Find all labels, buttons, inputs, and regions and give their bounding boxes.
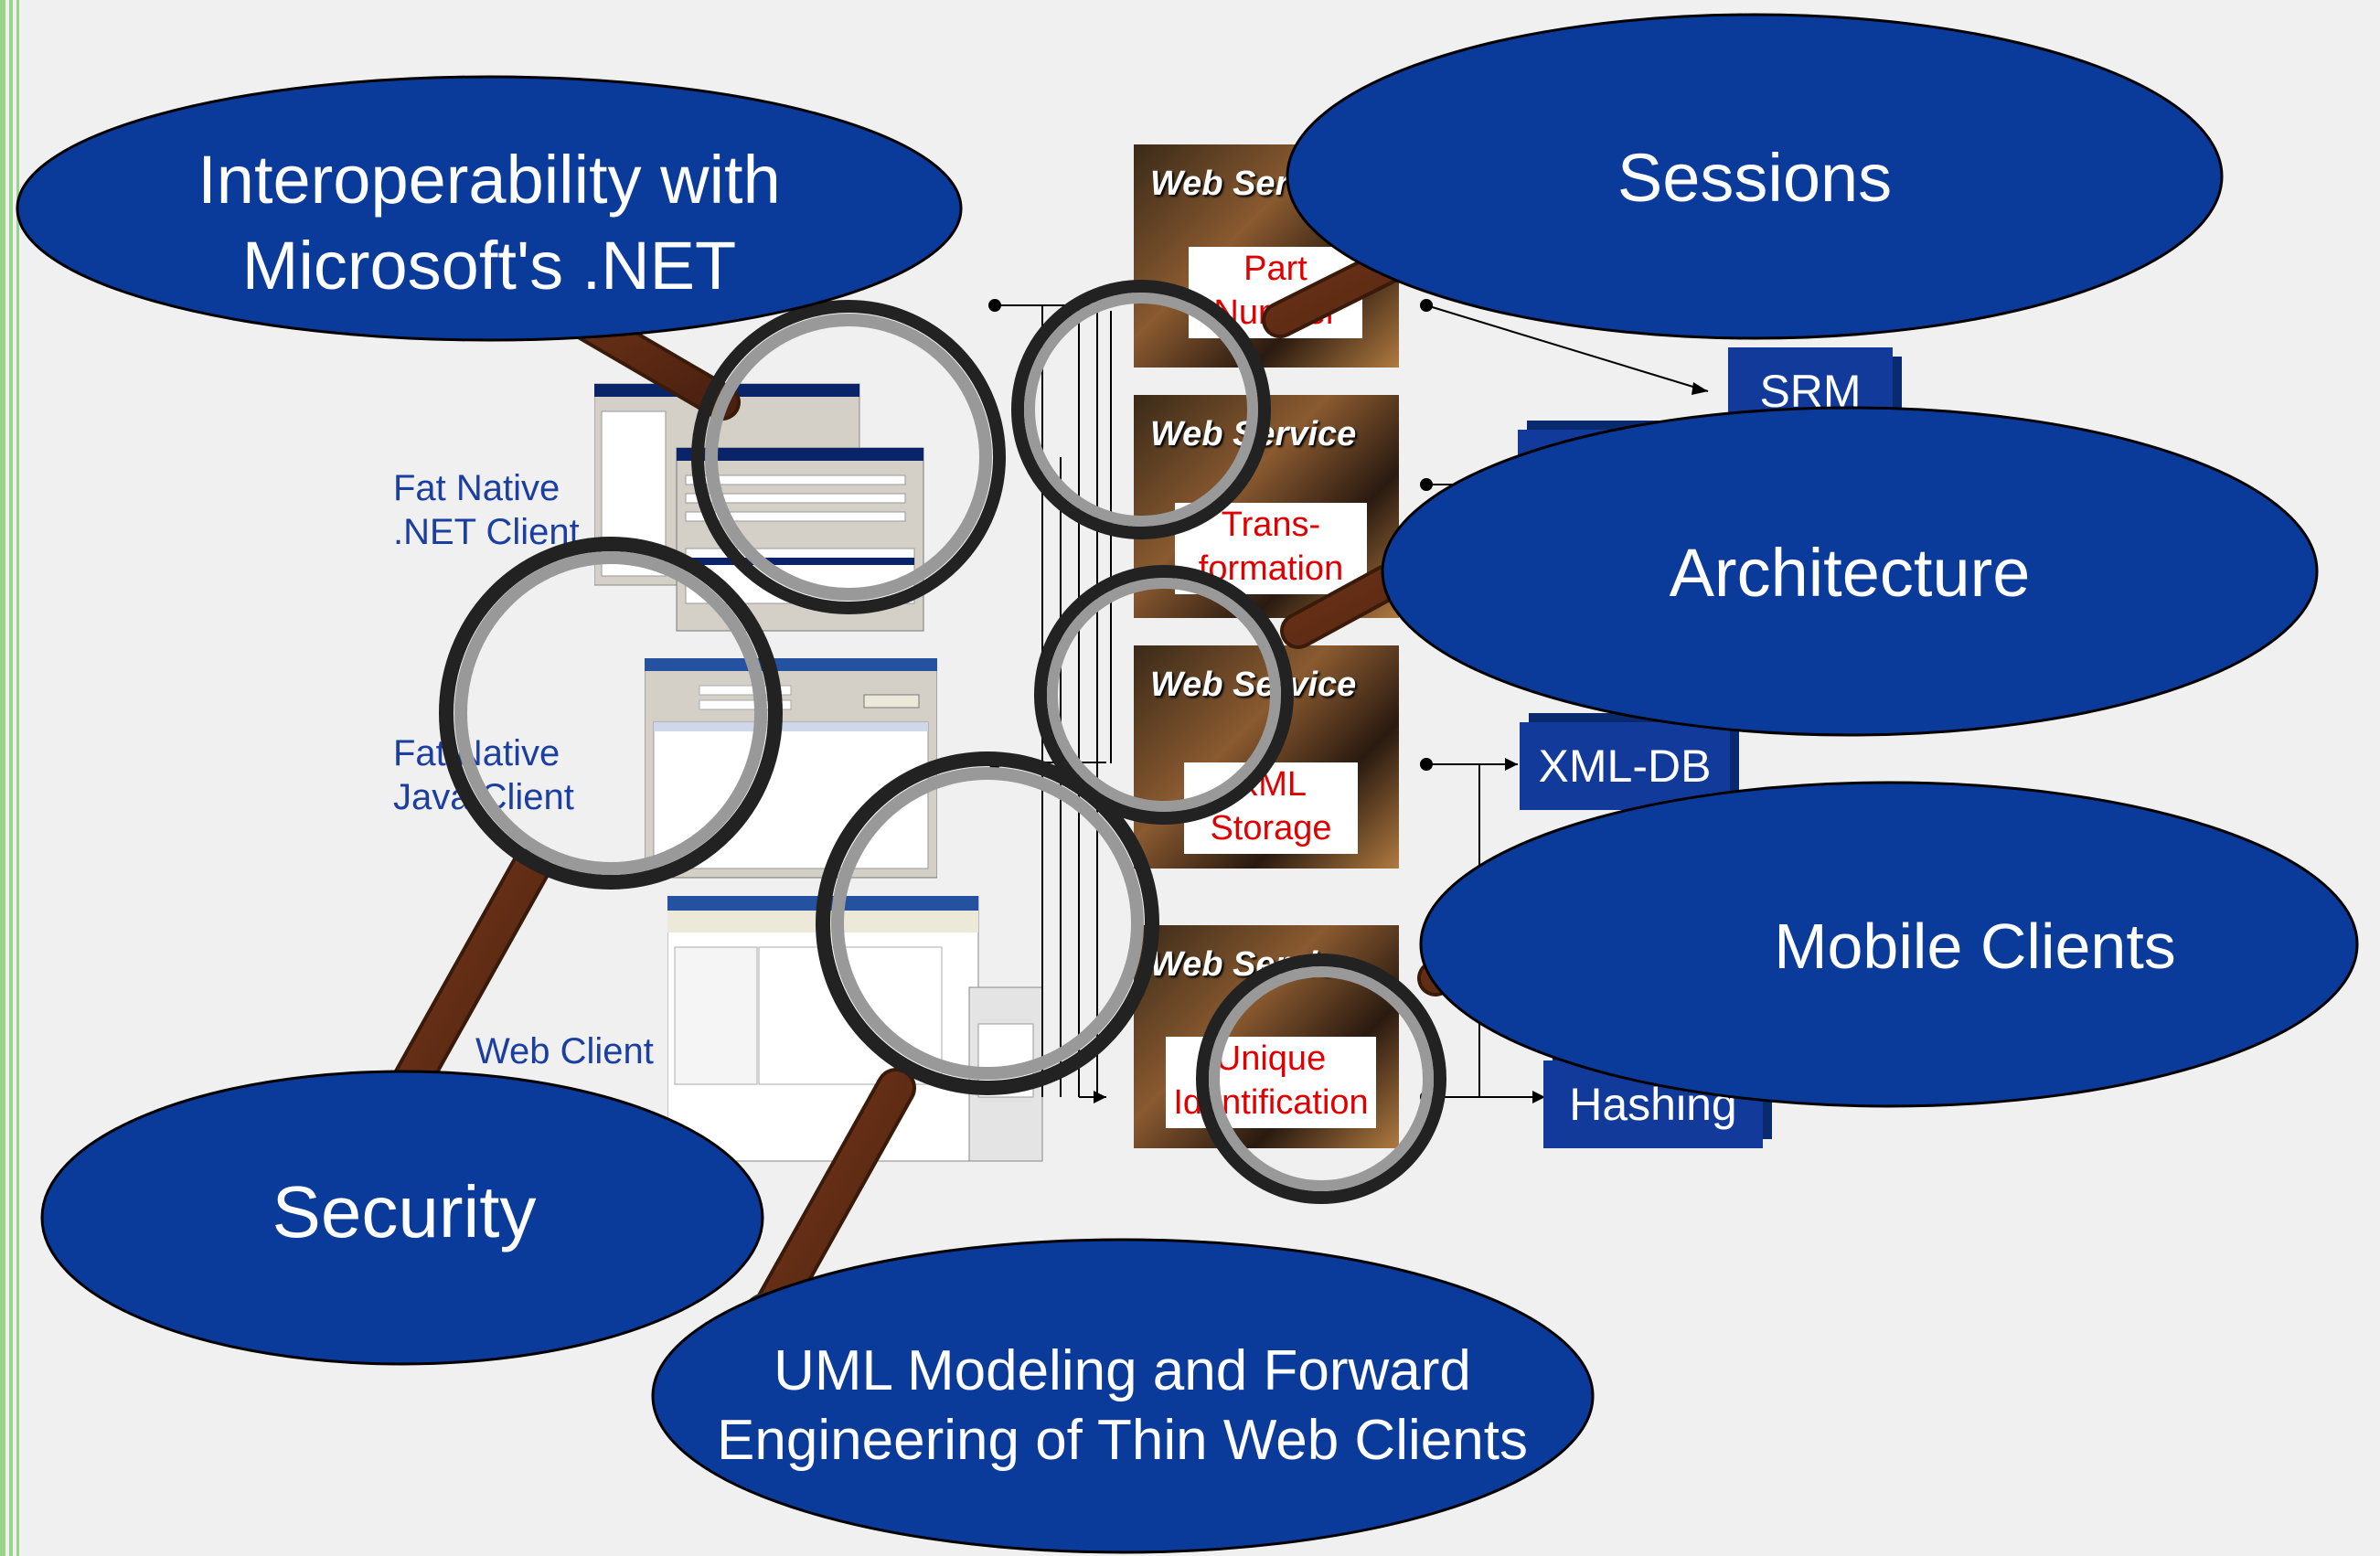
- ellipse-shape: [1286, 13, 2224, 340]
- web-service-title: Web Service: [1150, 666, 1357, 704]
- topic-ellipse-architecture: Architecture: [1379, 404, 2321, 739]
- topic-ellipse-interoperability: Interoperability with Microsoft's .NET: [14, 73, 965, 344]
- topic-ellipse-security: Security: [38, 1068, 766, 1368]
- ellipse-shape: [1419, 781, 2359, 1108]
- topic-label: UML Modeling and Forward Engineering of …: [717, 1339, 1528, 1472]
- client-label-net: Fat Native .NET Client: [393, 468, 580, 552]
- backend-xml-db: XML-DB: [1520, 722, 1730, 810]
- topic-ellipse-mobile-clients: Mobile Clients: [1417, 779, 2361, 1110]
- magnifier-icon: [742, 751, 1159, 1341]
- magnifier-icon: [372, 537, 783, 1124]
- topic-label: Security: [272, 1171, 537, 1252]
- client-label-web: Web Client: [475, 1031, 654, 1071]
- topic-ellipse-uml-modeling: UML Modeling and Forward Engineering of …: [649, 1236, 1596, 1556]
- left-border: [0, 0, 19, 1556]
- ellipse-shape: [16, 75, 963, 342]
- topic-label: Architecture: [1669, 535, 2031, 611]
- ellipse-shape: [40, 1070, 764, 1366]
- backend-hashing: Hashing: [1543, 1060, 1763, 1148]
- ellipse-shape: [1381, 406, 2319, 737]
- topic-label: Sessions: [1617, 140, 1893, 216]
- topic-ellipse-sessions: Sessions: [1284, 11, 2225, 342]
- topic-label: Mobile Clients: [1774, 911, 2176, 982]
- topic-label: Interoperability with Microsoft's .NET: [197, 142, 781, 304]
- ellipse-shape: [651, 1238, 1595, 1554]
